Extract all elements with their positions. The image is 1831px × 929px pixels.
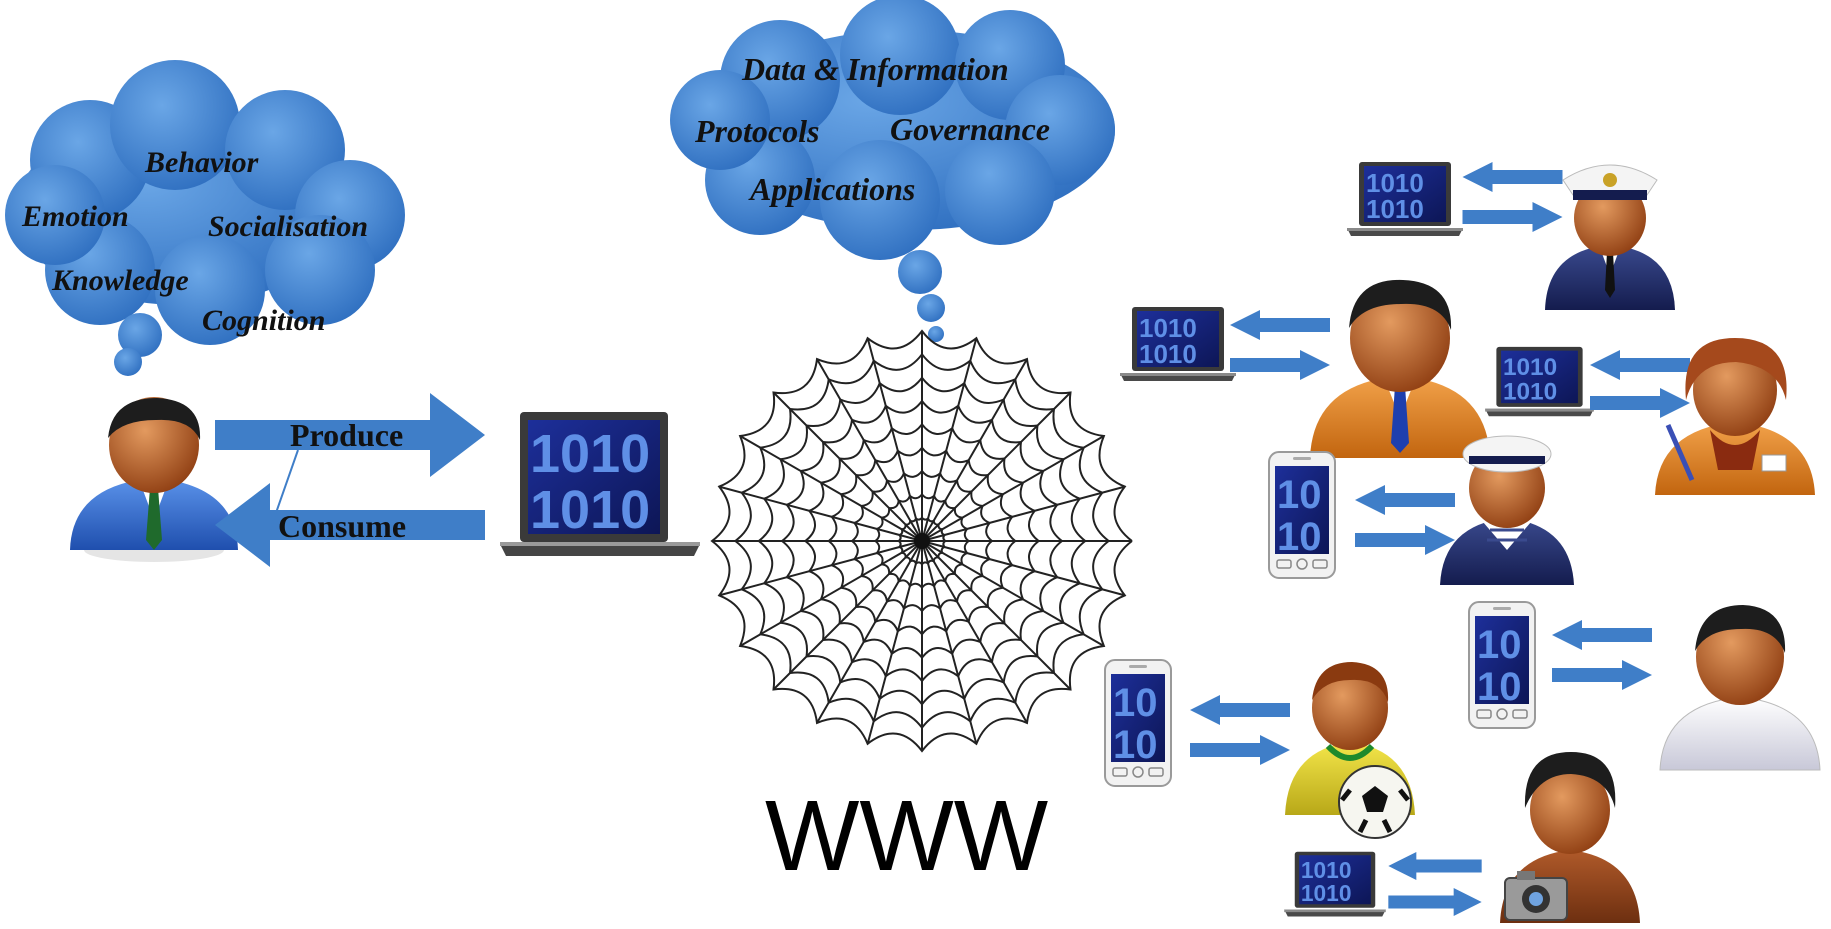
arrow-right-icon [1355, 525, 1455, 555]
www-label: WWW [765, 780, 1049, 892]
arrow-right-icon [1388, 888, 1482, 916]
produce-arrow: Produce [215, 393, 485, 477]
laptop-icon [1485, 346, 1594, 417]
cloud-term-knowledge: Knowledge [51, 264, 189, 297]
arrow-right-icon [1190, 735, 1290, 765]
smartphone-icon [1467, 600, 1537, 730]
football-user-group [1103, 658, 1415, 839]
arrow-right-icon [1462, 202, 1563, 232]
main-user-avatar-icon [70, 397, 238, 562]
laptop-screen-binary-top: 1010 [530, 424, 650, 484]
arrow-right-icon [1552, 660, 1652, 690]
camera-icon [1504, 871, 1568, 921]
arrow-left-icon [1388, 852, 1482, 880]
cloud-term-data-information: Data & Information [741, 51, 1009, 87]
cloud-term-socialisation: Socialisation [208, 210, 368, 243]
user-thought-cloud: Behavior Emotion Socialisation Knowledge… [5, 60, 405, 376]
arrow-right-icon [1590, 388, 1690, 418]
laptop-icon [1284, 851, 1386, 917]
arrow-left-icon [1190, 695, 1290, 725]
photographer-user-group [1284, 752, 1640, 923]
spider-web-icon [710, 329, 1133, 753]
produce-label: Produce [290, 417, 403, 453]
captain-user-group [1347, 162, 1675, 310]
consume-label: Consume [278, 508, 406, 544]
arrow-left-icon [1355, 485, 1455, 515]
photographer-avatar-icon [1500, 752, 1640, 923]
cloud-term-protocols: Protocols [694, 113, 819, 149]
cloud-term-emotion: Emotion [21, 200, 129, 233]
web-thought-cloud: Data & Information Protocols Governance … [670, 0, 1115, 342]
businessman-user-group [1120, 279, 1490, 458]
white-shirt-user-group [1467, 600, 1821, 771]
laptop-icon [1347, 162, 1463, 236]
secretary-user-group [1485, 338, 1815, 495]
smartphone-icon [1267, 450, 1337, 580]
soccer-ball-icon [1338, 765, 1412, 839]
arrow-left-icon [1590, 350, 1690, 380]
cloud-term-cognition: Cognition [202, 304, 325, 337]
sailor-avatar-icon [1440, 435, 1574, 585]
businessman-avatar-icon [1310, 279, 1490, 458]
arrow-right-icon [1230, 350, 1330, 380]
smartphone-icon [1103, 658, 1173, 788]
secretary-avatar-icon [1655, 338, 1815, 495]
cloud-term-behavior: Behavior [144, 146, 259, 179]
arrow-left-icon [1462, 162, 1563, 192]
cloud-term-applications: Applications [748, 171, 915, 207]
arrow-left-icon [1230, 310, 1330, 340]
football-player-avatar-icon [1285, 662, 1415, 839]
main-laptop-icon: 1010 1010 [500, 412, 700, 556]
laptop-screen-binary-bottom: 1010 [530, 480, 650, 540]
cloud-term-governance: Governance [890, 111, 1050, 147]
white-shirt-avatar-icon [1659, 605, 1821, 771]
captain-avatar-icon [1545, 164, 1675, 310]
consume-arrow: Consume [215, 483, 485, 567]
laptop-icon [1120, 307, 1236, 381]
arrow-left-icon [1552, 620, 1652, 650]
sailor-user-group [1267, 435, 1574, 585]
